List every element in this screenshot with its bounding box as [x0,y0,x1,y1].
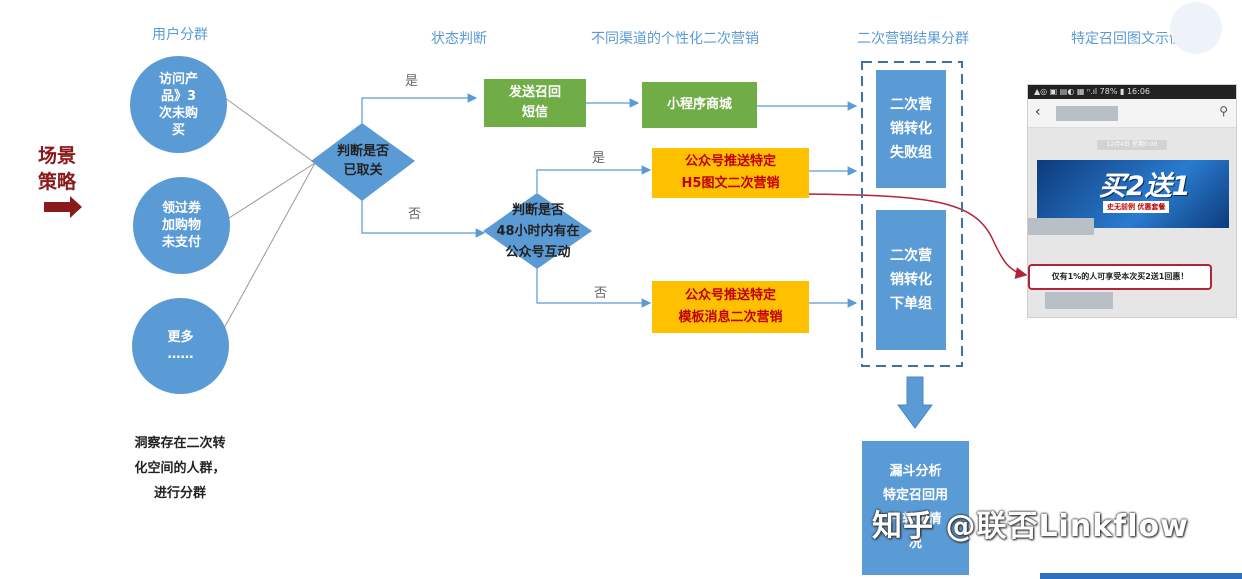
insight-note: 洞察存在二次转 化空间的人群， 进行分群 [134,436,226,501]
group-circle-visit: 访问产 品》3 次未购 买 [130,56,227,153]
header-result-group: 二次营销结果分群 [857,31,969,47]
send-sms-box: 发送召回 短信 [484,79,586,127]
edge-decoration [1040,573,1242,579]
redaction-block-1 [1028,218,1094,235]
decision-2-text: 判断是否 48小时内有在 公众号互动 [496,203,580,260]
user-icon[interactable]: ⚲ [1219,104,1228,118]
watermark: 知乎 @联否Linkflow [872,509,1189,544]
scene-label: 场景 策略 [38,145,77,193]
phone-screenshot: ▲◎ ▣ ▤◐ ▦ ⁿ.ıl 78% ▮ 16:06 ‹ ⚲ 12月4日 星期0… [1027,84,1237,318]
decision-diamond-1 [311,123,415,201]
result-group-border [861,61,963,367]
decision-diamond-2 [483,193,592,269]
header-status: 状态判断 [431,31,487,47]
h5-push-box: 公众号推送特定 H5图文二次营销 [652,148,809,198]
scene-arrow-icon [44,196,82,218]
highlight-message: 仅有1%的人可享受本次买2送1回惠！ [1028,264,1212,290]
yes-label-1: 是 [405,74,419,89]
order-group-box: 二次营 销转化 下单组 [876,210,946,350]
phone-nav-bar: ‹ ⚲ [1028,99,1236,128]
phone-status-bar: ▲◎ ▣ ▤◐ ▦ ⁿ.ıl 78% ▮ 16:06 [1028,85,1236,99]
header-channels: 不同渠道的个性化二次营销 [591,31,759,47]
no-label-1: 否 [408,207,422,222]
template-push-box: 公众号推送特定 模板消息二次营销 [652,281,809,333]
group-circle-more: 更多 …… [132,298,229,394]
banner-title: 买2送1 [1099,171,1191,202]
decision-1-text: 判断是否 已取关 [336,144,389,178]
title-redaction [1056,106,1118,121]
no-label-2: 否 [594,286,608,301]
banner-subtitle: 史无前例 优惠套餐 [1103,201,1170,213]
edge-circle [1170,2,1222,54]
redaction-block-2 [1045,292,1113,309]
header-user-group: 用户分群 [152,27,208,43]
mini-program-box: 小程序商城 [642,82,757,128]
down-arrow-icon [897,376,933,429]
funnel-analysis-box: 漏斗分析 特定召回用 户转化情 况 [862,441,969,575]
back-icon[interactable]: ‹ [1035,104,1041,120]
header-example: 特定召回图文示例 [1071,31,1183,47]
promo-banner: 买2送1 史无前例 优惠套餐 [1037,160,1229,228]
group-circle-coupon: 领过券 加购物 未支付 [133,177,230,274]
fail-group-box: 二次营 销转化 失败组 [876,70,946,188]
yes-label-2: 是 [592,151,606,166]
message-timestamp: 12月4日 星期0:00 [1097,140,1167,150]
